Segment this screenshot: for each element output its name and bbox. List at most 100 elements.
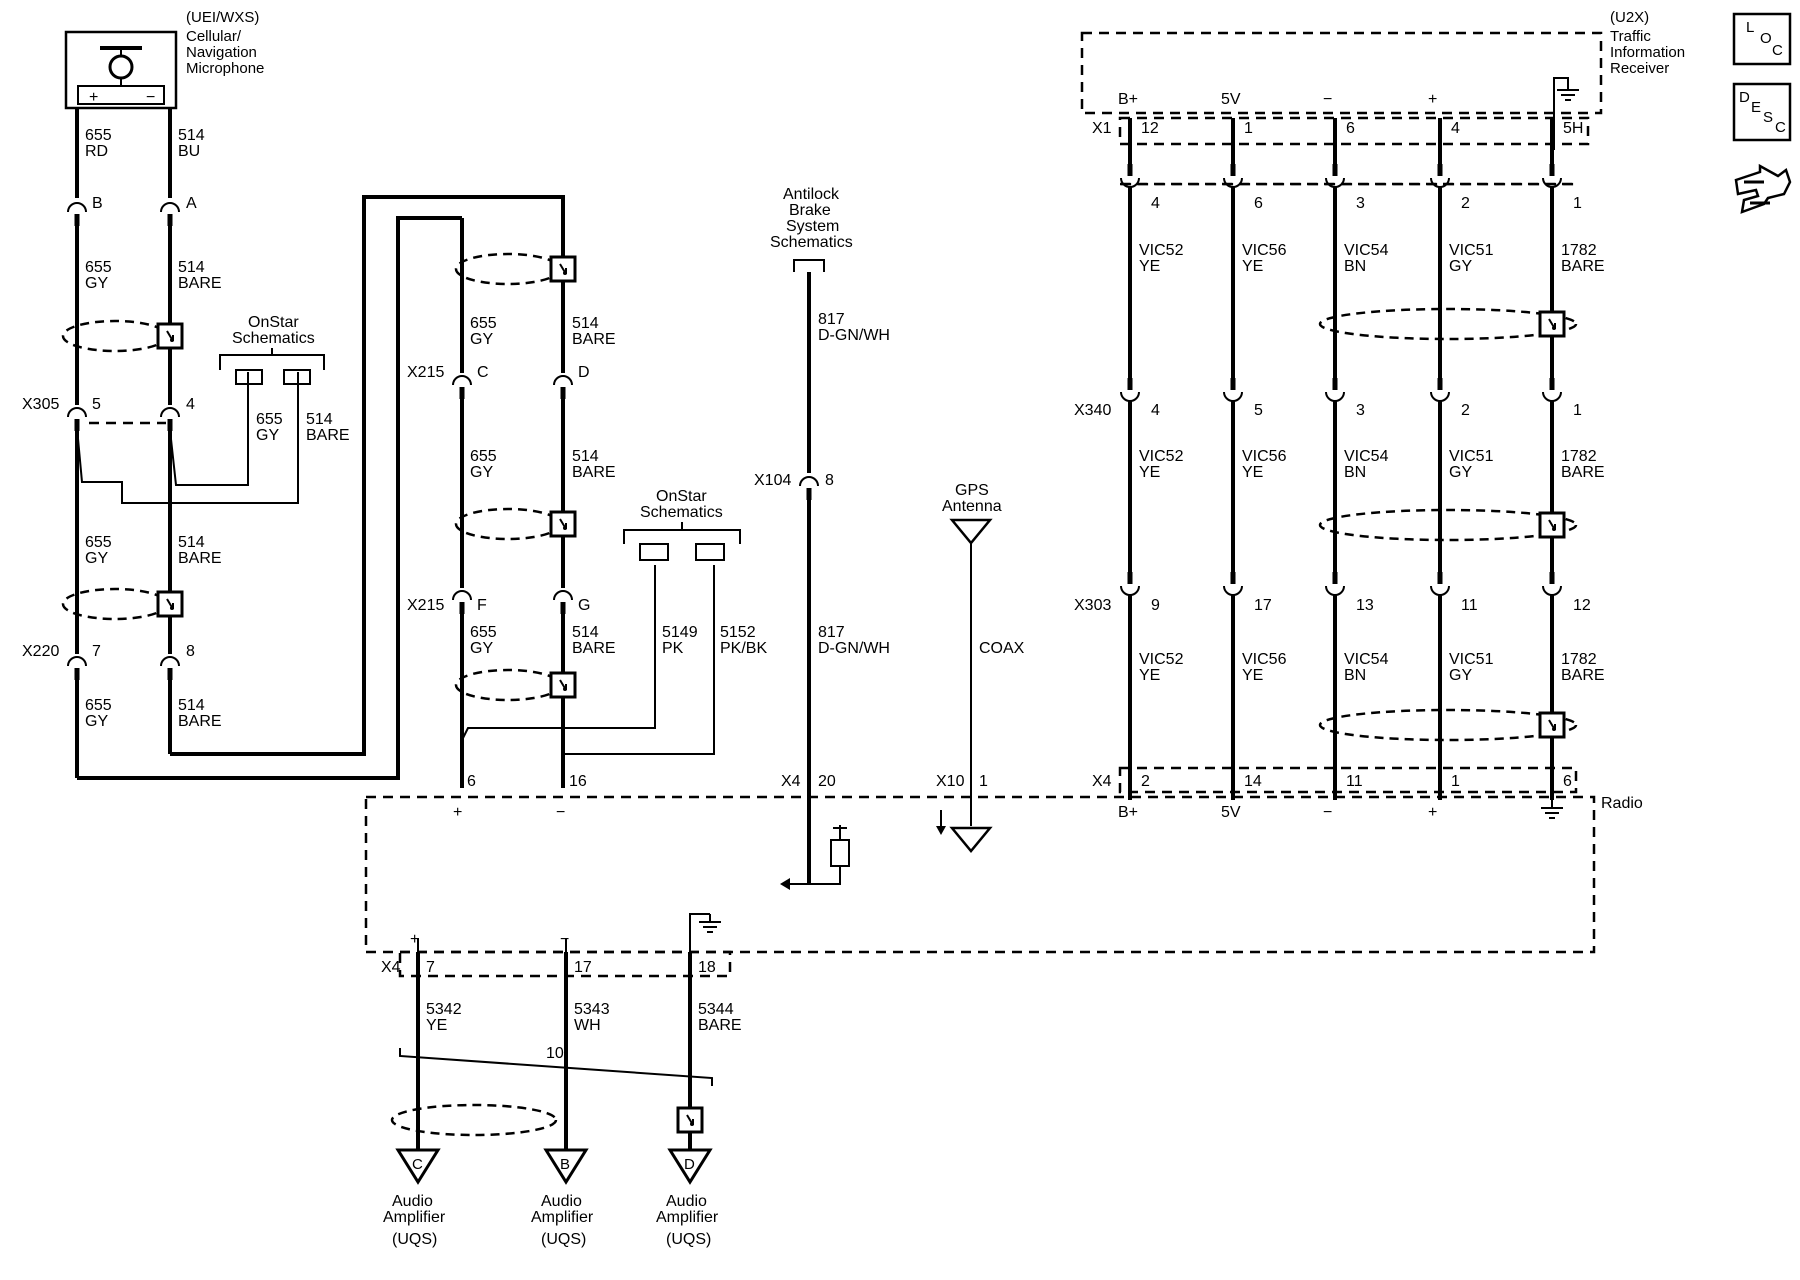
pin-label: F [477, 597, 487, 614]
wire-label: YE [1139, 667, 1160, 684]
drain-left-2 [156, 590, 184, 618]
connector-x305-4 [160, 407, 180, 432]
pin-label: 1 [1244, 120, 1253, 137]
desc-letter: C [1775, 119, 1786, 136]
radio-plus-symbol: + [453, 804, 462, 821]
wire-label: VIC52 [1139, 651, 1184, 668]
radio-bus-ground-icon [1540, 799, 1564, 819]
pin-label: A [186, 195, 197, 212]
pin-label: 11 [1461, 597, 1478, 614]
connector-x220-7 [67, 656, 87, 681]
connector-x104-8 [799, 476, 819, 501]
shield-mid-1 [454, 252, 562, 286]
left-wires [75, 108, 715, 788]
connector-label-x215: X215 [407, 364, 444, 381]
right-bus: B+124VIC52YE4VIC52YE9VIC52YE2B+5V16VIC56… [1118, 91, 1605, 821]
abs-label-4: Schematics [770, 234, 853, 251]
wire-label: D-GN/WH [818, 640, 890, 657]
wire-label: 514 [178, 259, 205, 276]
mic-name-line3: Microphone [186, 60, 264, 77]
connector-x215-c [452, 375, 472, 400]
desc-icon[interactable]: D E S C [1732, 82, 1792, 142]
abs-label-2: Brake [789, 202, 831, 219]
pin-label: 6 [1346, 120, 1355, 137]
loc-letter: C [1772, 42, 1783, 59]
wire-label: GY [85, 550, 108, 567]
receiver-name-line1: Traffic [1610, 28, 1651, 45]
connector-x340-4 [1542, 377, 1562, 402]
connector-x215-g [553, 590, 573, 615]
receiver-pin-function: − [1323, 91, 1332, 108]
wire-label: GY [85, 275, 108, 292]
shield-bottom [390, 1103, 558, 1137]
drain-mid-3 [549, 671, 577, 699]
wire-label: BU [178, 143, 200, 160]
connector-x303-4 [1542, 571, 1562, 596]
wire-label: BARE [572, 640, 616, 657]
wire-label: 655 [85, 534, 112, 551]
wire-label: 655 [85, 697, 112, 714]
pin-label: 7 [92, 643, 101, 660]
amp-d-label: Audio [666, 1193, 707, 1210]
connector-label-x305: X305 [22, 396, 59, 413]
amp-c-label-2: Amplifier [383, 1209, 446, 1226]
wire-label: BARE [178, 550, 222, 567]
wire-label: BARE [178, 713, 222, 730]
wire-label: VIC54 [1344, 242, 1389, 259]
receiver-pin-function: B+ [1118, 91, 1138, 108]
amp-pin-d: D [684, 1156, 695, 1173]
wire-label: 655 [470, 624, 497, 641]
pin-label: 5 [92, 396, 101, 413]
amp-pin-b: B [560, 1156, 570, 1173]
wire-label: VIC51 [1449, 651, 1494, 668]
connector-view-icon[interactable] [1734, 163, 1792, 214]
amp-b-label: Audio [541, 1193, 582, 1210]
wire-label: YE [1242, 464, 1263, 481]
pin-label: 4 [1151, 402, 1160, 419]
pin-label: 1 [1573, 195, 1582, 212]
pin-label: 4 [1151, 195, 1160, 212]
wire-label: BARE [698, 1017, 742, 1034]
wire-label: 5149 [662, 624, 698, 641]
drain-right-1 [1538, 310, 1566, 338]
drain-mid-1 [549, 255, 577, 283]
pin-label: 2 [1461, 195, 1470, 212]
wire-label: BN [1344, 464, 1366, 481]
wire-label: 514 [178, 534, 205, 551]
pin-label: 17 [574, 959, 592, 976]
wire-label: BARE [178, 275, 222, 292]
wire-label: 514 [572, 315, 599, 332]
connector-x220-8 [160, 656, 180, 681]
loc-icon[interactable]: L O C [1732, 12, 1792, 66]
onstar-left-bracket [219, 348, 325, 385]
amplifier-wires [399, 938, 713, 1150]
wire-label: GY [1449, 667, 1472, 684]
pin-label: 7 [426, 959, 435, 976]
receiver-name-line2: Information [1610, 44, 1685, 61]
onstar-mid-label-2: Schematics [640, 504, 723, 521]
wire-label: YE [1242, 258, 1263, 275]
connector-x303-3 [1430, 571, 1450, 596]
drain-right-2 [1538, 511, 1566, 539]
wire-label: 655 [85, 259, 112, 276]
radio-ground-icon [698, 913, 722, 933]
loc-letter: O [1760, 30, 1772, 47]
pin-label: 2 [1141, 773, 1150, 790]
pin-label: 8 [825, 472, 834, 489]
connector-x215-f [452, 590, 472, 615]
connector-x340-1 [1223, 377, 1243, 402]
onstar-left-label-2: Schematics [232, 330, 315, 347]
connector-mic-a [160, 202, 180, 227]
wire-label: PK [662, 640, 684, 657]
mic-plus-symbol: + [89, 89, 98, 106]
loc-letter: L [1746, 19, 1754, 36]
pin-label: 17 [1254, 597, 1272, 614]
connector-x340-3 [1430, 377, 1450, 402]
shield-right-1 [1318, 307, 1578, 341]
radio-component [364, 795, 1596, 954]
wire-label: GY [256, 427, 279, 444]
receiver-ground-icon [1556, 81, 1580, 101]
radio-label: Radio [1601, 795, 1643, 812]
desc-letter: S [1763, 109, 1773, 126]
wire-label: 655 [256, 411, 283, 428]
